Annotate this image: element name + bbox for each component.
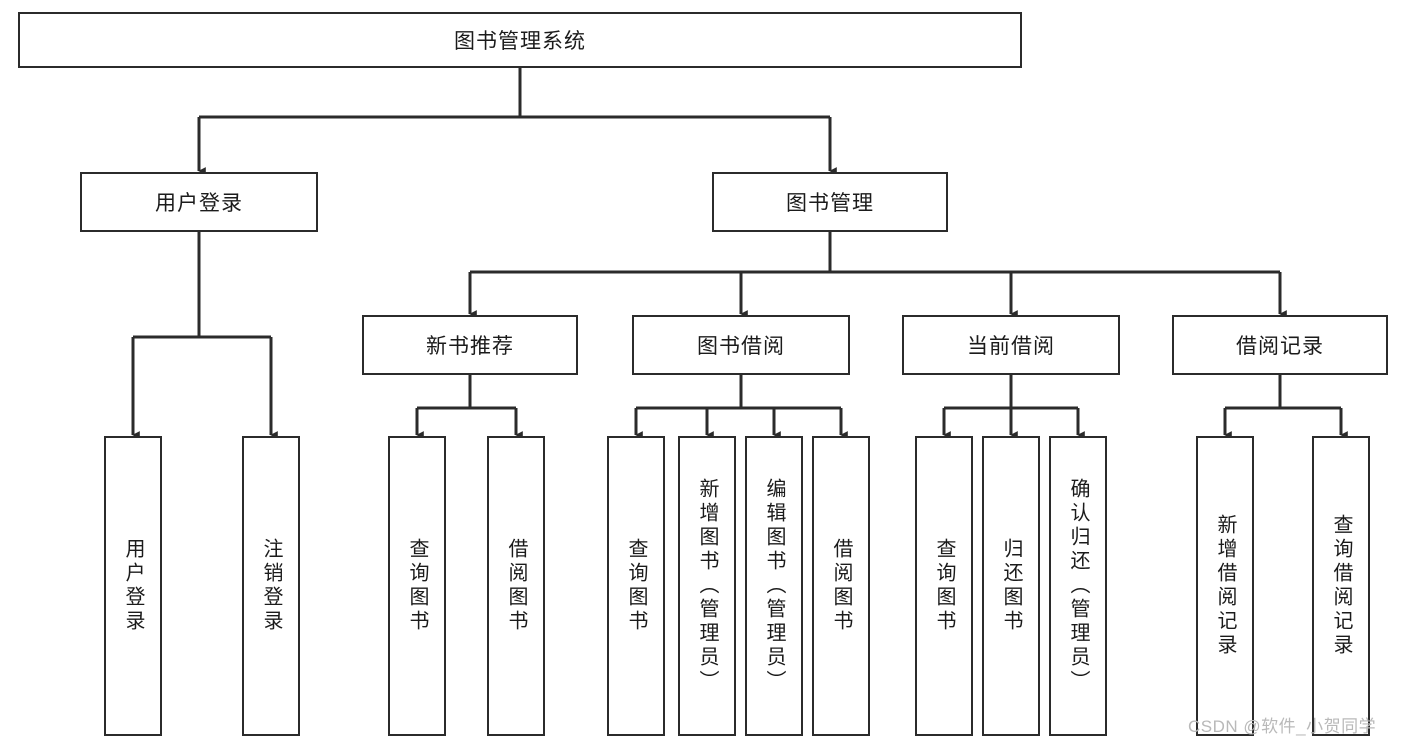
leaf-logout[interactable]: 注销登录 (242, 436, 300, 736)
leaf-current-return-book[interactable]: 归还图书 (982, 436, 1040, 736)
leaf-logout-label: 注销登录 (260, 538, 282, 634)
leaf-borrow-edit-book-label: 编辑图书（管理员） (763, 478, 785, 694)
node-current-borrow[interactable]: 当前借阅 (902, 315, 1120, 375)
leaf-recommend-query-book[interactable]: 查询图书 (388, 436, 446, 736)
node-root-label: 图书管理系统 (454, 30, 586, 53)
node-book-manage-label: 图书管理 (786, 192, 874, 215)
node-new-book-recommend-label: 新书推荐 (426, 335, 514, 358)
leaf-borrow-borrow-book[interactable]: 借阅图书 (812, 436, 870, 736)
leaf-user-login[interactable]: 用户登录 (104, 436, 162, 736)
leaf-borrow-edit-book[interactable]: 编辑图书（管理员） (745, 436, 803, 736)
leaf-record-query-label: 查询借阅记录 (1330, 514, 1352, 658)
leaf-borrow-query-book[interactable]: 查询图书 (607, 436, 665, 736)
leaf-record-add[interactable]: 新增借阅记录 (1196, 436, 1254, 736)
leaf-recommend-borrow-book[interactable]: 借阅图书 (487, 436, 545, 736)
leaf-borrow-query-book-label: 查询图书 (625, 538, 647, 634)
leaf-recommend-borrow-book-label: 借阅图书 (505, 538, 527, 634)
leaf-record-query[interactable]: 查询借阅记录 (1312, 436, 1370, 736)
leaf-current-confirm-return[interactable]: 确认归还（管理员） (1049, 436, 1107, 736)
leaf-record-add-label: 新增借阅记录 (1214, 514, 1236, 658)
node-book-manage[interactable]: 图书管理 (712, 172, 948, 232)
leaf-current-query-book-label: 查询图书 (933, 538, 955, 634)
leaf-borrow-borrow-book-label: 借阅图书 (830, 538, 852, 634)
leaf-borrow-add-book[interactable]: 新增图书（管理员） (678, 436, 736, 736)
node-user-login-label: 用户登录 (155, 192, 243, 215)
watermark: CSDN @软件_小贺同学 (1188, 717, 1377, 736)
node-user-login[interactable]: 用户登录 (80, 172, 318, 232)
leaf-current-confirm-return-label: 确认归还（管理员） (1067, 478, 1089, 694)
node-borrow-record[interactable]: 借阅记录 (1172, 315, 1388, 375)
node-current-borrow-label: 当前借阅 (967, 335, 1055, 358)
leaf-current-return-book-label: 归还图书 (1000, 538, 1022, 634)
node-new-book-recommend[interactable]: 新书推荐 (362, 315, 578, 375)
node-borrow-record-label: 借阅记录 (1236, 335, 1324, 358)
leaf-borrow-add-book-label: 新增图书（管理员） (696, 478, 718, 694)
leaf-recommend-query-book-label: 查询图书 (406, 538, 428, 634)
node-book-borrow[interactable]: 图书借阅 (632, 315, 850, 375)
node-book-borrow-label: 图书借阅 (697, 335, 785, 358)
leaf-current-query-book[interactable]: 查询图书 (915, 436, 973, 736)
leaf-user-login-label: 用户登录 (122, 538, 144, 634)
node-root[interactable]: 图书管理系统 (18, 12, 1022, 68)
